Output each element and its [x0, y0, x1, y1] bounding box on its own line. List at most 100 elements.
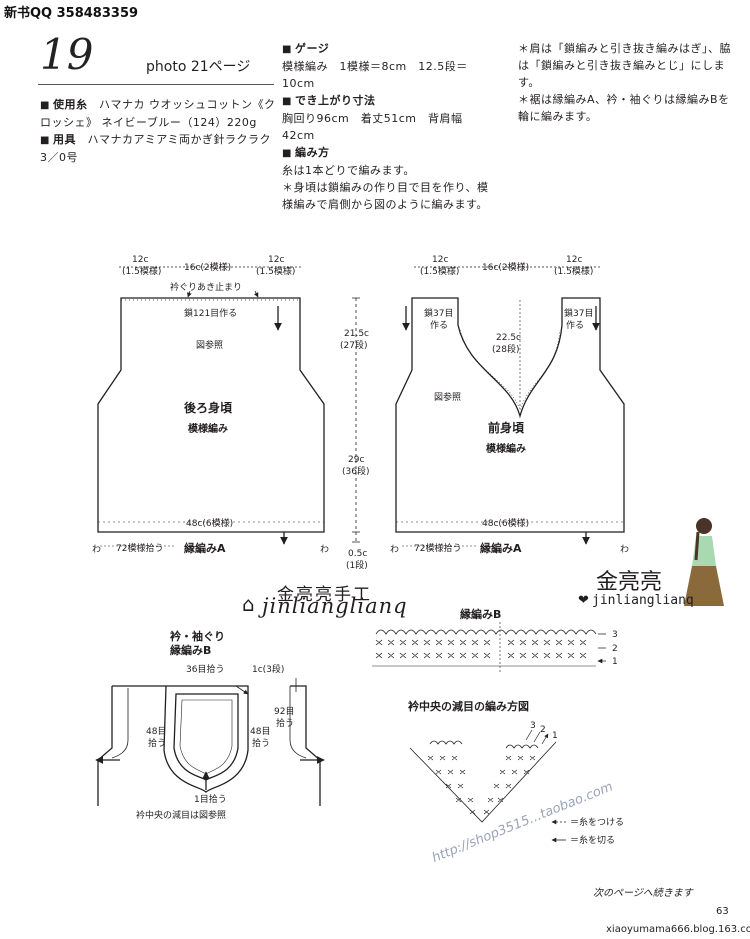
lower-cm: 29c [348, 455, 364, 465]
method-label: 編み方 [282, 146, 329, 159]
collar-outer [163, 685, 249, 793]
edging-b-title: 縁編みB [460, 607, 501, 621]
v-row-2: 2 [540, 725, 546, 735]
size-label: でき上がり寸法 [282, 94, 375, 107]
tools-label: 用具 [40, 133, 76, 146]
back-top-right-cm: 12c [268, 255, 284, 265]
front-v-cm: 22.5c [496, 333, 521, 343]
collar-side-num: 48目 [146, 726, 166, 737]
edging-b-row-arrows [598, 633, 606, 661]
v-diagram-edge [429, 740, 539, 749]
edging-b-row-1: 1 [612, 657, 618, 667]
edging-b-row-2: 2 [612, 644, 618, 654]
v-row-3: 3 [530, 721, 536, 731]
back-wa-left: わ [92, 544, 101, 555]
title-rule [38, 84, 274, 85]
specs-column-3: ＊肩は「鎖編みと引き抜き編みはぎ」、脇は「鎖編みと引き抜き編みとじ」にします。 … [518, 40, 736, 125]
back-bottom: 48c(6模様) [186, 517, 233, 529]
collar-side-pick: 拾う [148, 737, 166, 749]
blog-url: xiaoyumama666.blog.163.com [606, 924, 750, 935]
front-top-mid: 16c(2模様) [482, 261, 529, 273]
hem-cm: 0.5c [348, 549, 367, 559]
arm-pick: 拾う [276, 717, 294, 729]
legend-1: ＝糸をつける [570, 816, 624, 828]
header-qq: 新书QQ 358483359 [4, 6, 139, 21]
collar-side-num-2: 48目 [250, 726, 270, 737]
collar-side-pick-2: 拾う [252, 737, 270, 749]
method-line-2: ＊身頃は鎖編みの作り目で目を作り、模様編みで肩側から図のように編みます。 [282, 181, 489, 211]
collar-top-arrow [235, 685, 249, 695]
specs-column-1: 使用糸 ハマナカ ウオッシュコットン《クロッシェ》 ネイビーブルー（124）22… [40, 96, 276, 166]
eiffel-icon: ⌂ [242, 592, 255, 616]
back-ref: 図参照 [196, 339, 223, 351]
collar-inner [173, 693, 239, 781]
next-page-note: 次のページへ続きます [593, 888, 693, 899]
watermark-cn-title: 金亮亮手工 [277, 585, 372, 605]
tools-text: ハマナカアミアミ両かぎ針ラクラク 3／0号 [40, 133, 272, 164]
back-panel-outline [97, 297, 325, 533]
legend-2: ＝糸を切る [570, 834, 615, 846]
front-v-rows: (28段) [492, 343, 519, 355]
back-title: 後ろ身頃 [184, 400, 233, 415]
lower-rows: (36段) [342, 465, 369, 477]
collar-title-1: 衿・袖ぐり [170, 629, 225, 643]
v-diagram-crosses [427, 755, 536, 815]
specs-column-2: ゲージ 模様編み 1模様＝8cm 12.5段＝10cm でき上がり寸法 胸回り9… [282, 40, 494, 213]
armhole-right-curve [289, 686, 307, 759]
front-pickup: 72模様拾う [414, 542, 461, 554]
method-line-1: 糸は1本どりで編みます。 [282, 164, 415, 177]
front-panel-outline [395, 297, 625, 533]
upper-rows: (27段) [340, 339, 367, 351]
watermark-cn-script: jinlianglianq [262, 594, 408, 618]
back-neck-arrow-2 [253, 290, 259, 298]
collar-inner-2 [179, 699, 233, 775]
front-chain-right: 鎖37目 [564, 307, 593, 319]
front-top-right-cm: 12c [566, 255, 582, 265]
pattern-number: 19 [40, 30, 94, 79]
front-top-right-pat: (1.5模様) [554, 265, 593, 277]
front-top-left-cm: 12c [432, 255, 448, 265]
yarn-spec: 使用糸 ハマナカ ウオッシュコットン《クロッシェ》 ネイビーブルー（124）22… [40, 96, 276, 131]
page-number: 63 [716, 906, 729, 917]
v-diagram-outline [409, 741, 557, 823]
yarn-label: 使用糸 [40, 98, 87, 111]
back-top-right-pat: (1.5模様) [256, 265, 295, 277]
front-make-left: 作る [430, 319, 448, 331]
front-make-right: 作る [566, 319, 584, 331]
method-line-4: ＊裾は縁編みA、衿・袖ぐりは縁編みBを輪に編みます。 [518, 93, 730, 123]
watermark-name-en: jinlianglianq [592, 593, 694, 608]
front-bottom: 48c(6模様) [482, 517, 529, 529]
v-row-1: 1 [552, 731, 558, 741]
back-neck-arrow [187, 290, 192, 298]
edging-b-crosses [375, 639, 587, 659]
hem-rows: (1段) [346, 559, 368, 571]
upper-cm: 21.5c [344, 329, 369, 339]
heart-icon: ❤ [578, 593, 589, 608]
yarn-text: ハマナカ ウオッシュコットン《クロッシェ》 ネイビーブルー（124）220g [40, 98, 276, 129]
armhole-left-curve [111, 688, 129, 759]
front-sub: 模様編み [486, 442, 526, 455]
front-v-inner [459, 329, 561, 411]
back-edging: 縁編みA [184, 541, 226, 555]
edging-b-row-3: 3 [612, 630, 618, 640]
photo-reference: photo 21ページ [146, 59, 251, 75]
front-edging: 縁編みA [480, 541, 522, 555]
front-ref: 図参照 [434, 391, 461, 403]
collar-shoulder: 1c(3段) [252, 663, 284, 675]
back-pickup: 72模様拾う [116, 542, 163, 554]
arm-pick-num: 92目 [274, 706, 294, 717]
front-chain-left: 鎖37目 [424, 307, 453, 319]
front-title: 前身頃 [488, 420, 525, 435]
back-wa-right: わ [320, 544, 329, 555]
v-diagram-arrows [525, 730, 548, 745]
watermark-name: 金亮亮 [596, 570, 663, 595]
gauge-label: ゲージ [282, 42, 329, 55]
back-top-left-pat: (1.5模様) [122, 265, 161, 277]
collar-center-note: 衿中央の減目は図参照 [136, 809, 226, 821]
tools-spec: 用具 ハマナカアミアミ両かぎ針ラクラク 3／0号 [40, 131, 276, 166]
v-diagram-title: 衿中央の減目の編み方図 [408, 699, 529, 713]
back-top-mid: 16c(2模様) [184, 261, 231, 273]
collar-top-pick: 36目拾う [186, 663, 224, 675]
front-wa-right: わ [620, 544, 629, 555]
